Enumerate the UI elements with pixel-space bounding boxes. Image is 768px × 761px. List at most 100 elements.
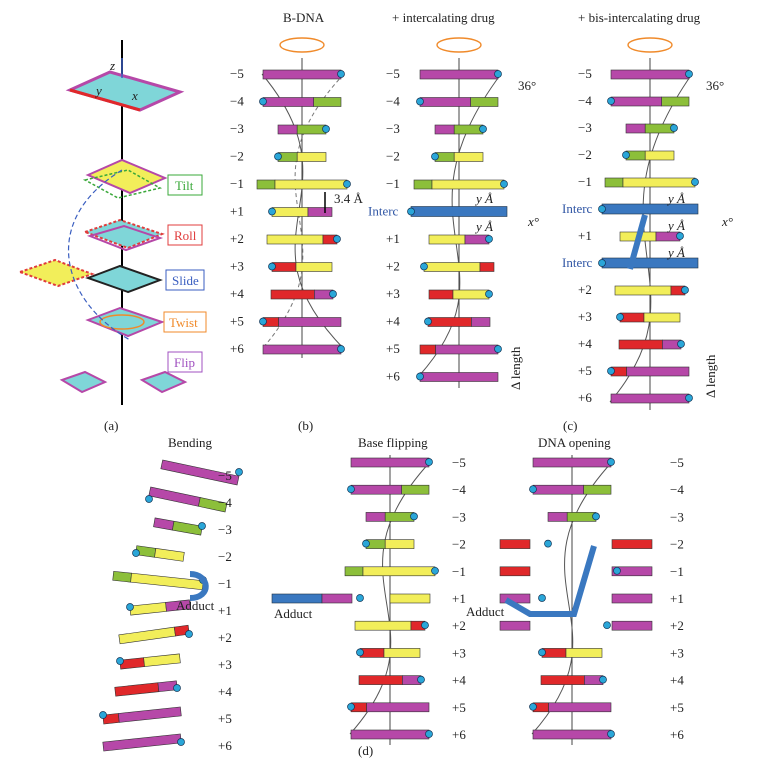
legend-slide: Slide	[172, 273, 199, 288]
base-pair-4-seg1	[274, 179, 348, 190]
rise-label-1: y Å	[666, 191, 685, 206]
panel-b: B-DNA −5−4−3−2−1+1+2+3+4+5+63.4 Å	[230, 10, 364, 358]
flipped-adduct	[271, 593, 323, 604]
step-label-10: +6	[218, 738, 232, 753]
base-pair-4-seg0	[604, 177, 624, 188]
base-pair-1-seg0	[419, 97, 472, 107]
base-pair-9-seg1	[278, 317, 342, 327]
legend-roll: Roll	[174, 228, 197, 243]
angle-label: 36°	[706, 78, 724, 93]
panel-label-b: (b)	[298, 418, 313, 433]
base-pair-9-seg1	[548, 702, 612, 713]
flipped-base	[321, 593, 353, 604]
step-label-8: +4	[452, 673, 466, 688]
base-pair-1-seg0	[262, 97, 315, 107]
adduct-label: Adduct	[466, 604, 505, 619]
adduct-label: Adduct	[274, 606, 313, 621]
step-label-7: +3	[452, 645, 466, 660]
step-label-2: −3	[452, 509, 466, 524]
base-pair-5-seg1	[165, 599, 191, 612]
partner-base	[389, 593, 431, 604]
backbone-node-1	[607, 97, 615, 105]
backbone-node-0	[235, 468, 243, 476]
adduct-shape	[504, 545, 597, 617]
open-right-4	[611, 566, 653, 577]
backbone-node-1	[259, 97, 267, 106]
open-right-6	[611, 620, 653, 631]
axis-y-label: y	[94, 83, 102, 98]
backbone-node-8	[485, 290, 493, 298]
backbone-node-0	[425, 458, 433, 466]
step-label-6: +2	[230, 231, 244, 246]
backbone-node-5	[538, 594, 546, 602]
roll-diagram	[82, 218, 165, 252]
backbone-node-6	[185, 630, 193, 638]
base-pair-1-seg1	[470, 97, 499, 107]
axis-x-label: x	[131, 88, 138, 103]
panel-d-base-flipping: Base flipping −5−4−3−2−1+1+2+3+4+5+6Addu…	[271, 435, 466, 745]
base-pair-6-seg0	[354, 620, 412, 631]
base-pair-group-5	[129, 599, 191, 616]
base-pair-group-3	[135, 545, 185, 562]
backbone-node-0	[685, 70, 693, 78]
backbone-node-0	[607, 458, 615, 466]
step-label-10: +6	[670, 727, 684, 742]
base-pair-2-seg1	[644, 123, 675, 134]
open-left-3	[499, 539, 531, 549]
step-label-3: −2	[218, 549, 232, 564]
base-pair-1-seg0	[350, 484, 403, 495]
legend-box-tilt	[167, 174, 203, 196]
step-label-2: −3	[386, 121, 400, 136]
legend-twist: Twist	[169, 315, 198, 330]
panel-label-c: (c)	[563, 418, 577, 433]
backbone-node-2	[198, 522, 206, 530]
step-label-9: +5	[230, 314, 244, 329]
step-label-7: +3	[218, 657, 232, 672]
base-pair-10-seg0	[350, 729, 430, 740]
legend-box-slide	[165, 269, 205, 291]
base-pair-1-seg1	[661, 96, 690, 107]
step-label-7: Interc	[562, 255, 593, 270]
backbone-node-2	[322, 125, 330, 133]
step-label-1: −4	[452, 482, 466, 497]
step-label-2: −3	[578, 120, 592, 135]
base-pair-10-seg1	[435, 344, 499, 355]
backbone-node-6	[603, 621, 611, 630]
base-pair-7-seg0	[423, 262, 481, 272]
base-pair-9-seg1	[117, 706, 182, 723]
backbone-node-1	[145, 495, 153, 503]
rotation-icon	[279, 37, 325, 53]
base-pair-10-seg0	[419, 344, 436, 355]
backbone-node-1	[347, 485, 355, 494]
backbone-node-2	[592, 512, 600, 521]
base-pair-2-seg1	[172, 520, 203, 536]
base-pair-8-seg0	[358, 675, 403, 685]
rise-label: 3.4 Å	[334, 191, 364, 206]
base-pair-2-seg0	[625, 123, 646, 134]
step-label-1: −4	[578, 93, 592, 108]
backbone-node-2	[410, 512, 418, 521]
backbone-node-7	[268, 262, 276, 271]
backbone-node-5	[126, 603, 134, 611]
base-pair-3-seg1	[384, 539, 415, 549]
base-pair-2-seg0	[277, 124, 298, 135]
base-pair-10-seg0	[102, 733, 182, 752]
base-pair-8-seg0	[428, 289, 454, 300]
open-right-3	[611, 539, 653, 549]
base-pair-4-seg1	[622, 177, 696, 188]
step-label-12: +6	[578, 390, 592, 405]
open-left-6	[499, 620, 531, 631]
step-label-0: −5	[670, 455, 684, 470]
backbone-node-6	[333, 235, 341, 243]
base-pair-7-seg1	[565, 648, 603, 658]
step-label-3: −2	[230, 149, 244, 164]
intercalator	[410, 206, 508, 217]
adduct-shape	[189, 571, 209, 601]
backbone-node-8	[173, 684, 181, 692]
base-pair-group-6	[118, 624, 190, 645]
step-label-6: +2	[218, 630, 232, 645]
tilt-diagram	[82, 158, 168, 199]
panel-d1-title: Bending	[168, 435, 213, 450]
backbone-node-7	[420, 262, 428, 271]
